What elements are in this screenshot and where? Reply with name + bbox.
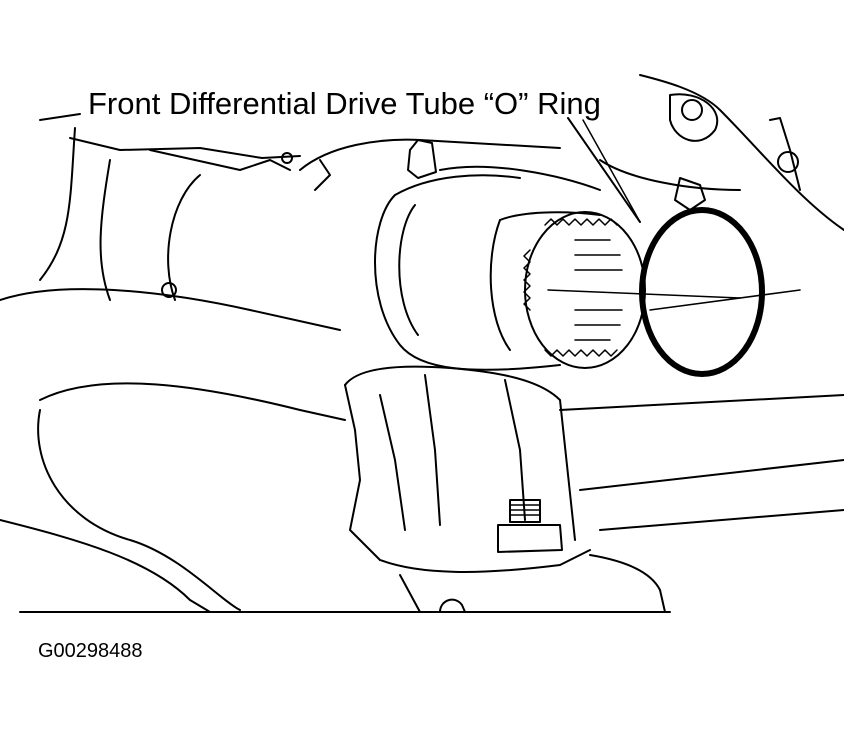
mount-upper-right [639,74,844,231]
clamp-left [344,384,381,561]
housing-top [299,138,561,171]
bracket-curve [167,174,201,301]
bolt-stud [509,499,541,523]
clamp-rib-1 [379,394,406,531]
tube-collar-top [439,165,601,191]
rail-upper [0,288,341,331]
mount-foot [399,574,466,613]
spline-grooves [574,239,623,341]
clamp-bottom [379,549,591,573]
bolt-hole-2 [161,282,177,298]
tube-collar-inner [398,204,419,336]
mount-bolt [777,151,799,173]
crossmember-line [599,159,741,191]
frame-left-edge [39,127,76,281]
clamp-rib-3 [504,379,526,521]
frame-inner-edge [99,159,111,301]
tube-collar-rim [394,174,521,196]
label-underline-left [39,113,81,121]
crossmember-lines [559,394,844,531]
bracket-foot [589,554,666,613]
housing-tab [407,139,437,179]
rail-lower-curve [37,409,241,611]
bolt-hole-1 [281,152,293,164]
tube-collar-outer [374,194,561,371]
rail-bottom [0,519,211,613]
tube-end-left [489,219,511,351]
clamp-rib-2 [424,374,441,526]
tube-end-face [524,211,646,369]
spline-teeth-bottom [544,349,618,357]
spline-teeth-top [544,218,618,226]
bolt-threads [509,504,541,516]
mount-lug [669,93,719,142]
figure-id: G00298488 [38,640,143,662]
shaft-lower-line [649,289,801,311]
tube-top-edge [499,211,601,221]
clamp-top [344,365,576,541]
callout-label: Front Differential Drive Tube “O” Ring [88,86,601,121]
spline-teeth-left [523,249,531,311]
leader-line [567,117,641,223]
bracket-top [149,149,291,171]
o-ring [639,207,765,377]
mount-hole [681,99,703,121]
housing-notch [314,159,331,191]
rail-middle [39,382,346,421]
frame-top [69,137,301,159]
leader-line-2 [582,119,641,223]
bolt-nut [497,524,563,553]
small-bolt-head [674,177,706,211]
